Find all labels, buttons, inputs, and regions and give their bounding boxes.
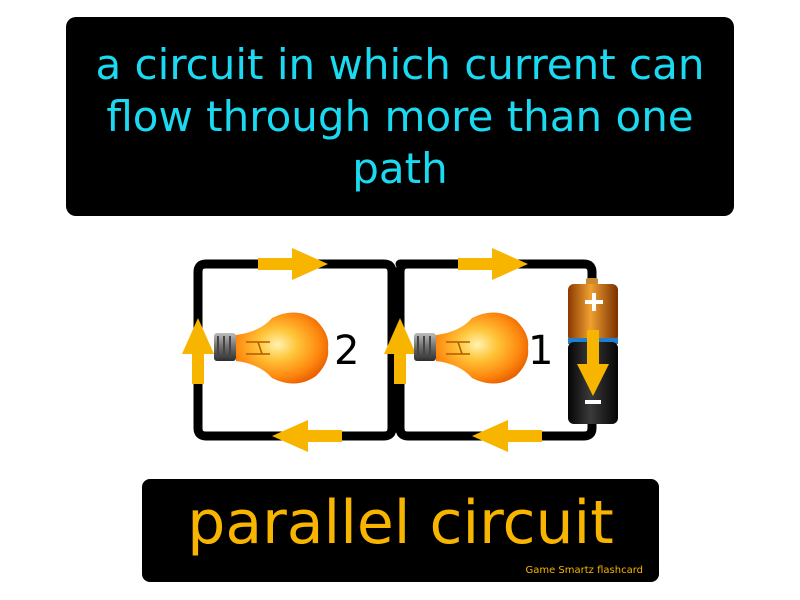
credit-text: Game Smartz flashcard xyxy=(525,565,643,576)
term-card: parallel circuit Game Smartz flashcard xyxy=(142,479,659,582)
definition-card: a circuit in which current can flow thro… xyxy=(66,17,734,216)
bulb-label-1: 1 xyxy=(528,328,554,374)
current-arrow-battery xyxy=(577,330,609,396)
light-bulb-2-icon xyxy=(214,312,329,384)
light-bulb-1-icon xyxy=(414,312,529,384)
current-arrow-top-left xyxy=(258,248,328,280)
definition-text: a circuit in which current can flow thro… xyxy=(95,39,705,193)
term-text: parallel circuit xyxy=(187,488,614,558)
current-arrow-up-left xyxy=(182,318,214,384)
current-arrow-bottom-right xyxy=(472,420,542,452)
current-arrow-bottom-left xyxy=(272,420,342,452)
current-arrow-top-right xyxy=(458,248,528,280)
bulb-label-2: 2 xyxy=(334,328,360,374)
current-arrow-up-middle xyxy=(384,318,416,384)
